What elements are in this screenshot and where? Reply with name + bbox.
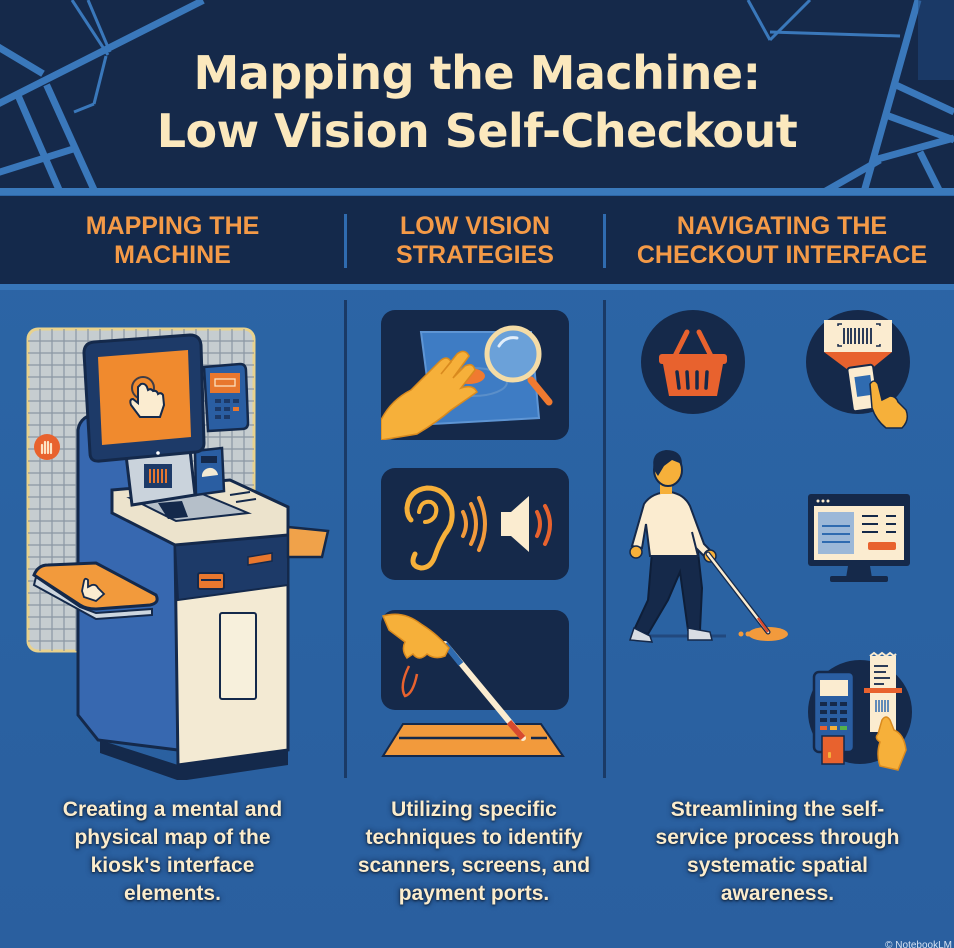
heading-line: MACHINE [114, 241, 231, 269]
column-description-strategies: Utilizing specific techniques to identif… [357, 798, 591, 905]
payment-terminal-receipt-icon [812, 651, 907, 771]
header-divider-line [0, 188, 954, 195]
touch-hand-icon [129, 376, 166, 418]
barcode-scan-hand-icon [824, 320, 909, 429]
column-divider [344, 300, 347, 778]
hand-white-cane-tactile-icon [381, 613, 565, 757]
heading-line: STRATEGIES [396, 241, 554, 269]
heading-line: MAPPING THE [85, 212, 260, 240]
person-with-white-cane-icon [628, 450, 788, 643]
self-checkout-kiosk-illustration [26, 327, 330, 780]
checkout-monitor-icon [808, 494, 910, 582]
heading-line: NAVIGATING THE [676, 212, 888, 240]
column-heading-navigating: NAVIGATING THE CHECKOUT INTERFACE [610, 212, 954, 270]
ear-sound-speaker-icon [404, 485, 552, 571]
street-map-pattern [0, 0, 954, 192]
column-description-navigating: Streamlining the self-service process th… [655, 798, 900, 905]
page-title: Mapping the Machine: Low Vision Self-Che… [0, 44, 954, 160]
column-divider [344, 214, 347, 268]
column-heading-mapping: MAPPING THE MACHINE [40, 212, 305, 270]
hand-touch-magnifier-icon [381, 325, 553, 440]
column-description-mapping: Creating a mental and physical map of th… [62, 798, 283, 905]
shopping-basket-icon [659, 329, 727, 396]
title-line-2: Low Vision Self-Checkout [156, 104, 798, 158]
title-line-1: Mapping the Machine: [193, 46, 761, 100]
column-heading-strategies: LOW VISION STRATEGIES [350, 212, 600, 270]
title-banner: Mapping the Machine: Low Vision Self-Che… [0, 0, 954, 192]
watermark: © NotebookLM [885, 940, 952, 948]
column-divider [603, 214, 606, 268]
column-divider [603, 300, 606, 778]
heading-line: LOW VISION [400, 212, 550, 240]
heading-line: CHECKOUT INTERFACE [636, 241, 928, 269]
stop-hand-icon [34, 434, 60, 460]
column-headings-bar: MAPPING THE MACHINE LOW VISION STRATEGIE… [0, 196, 954, 284]
headings-divider-line [0, 284, 954, 290]
